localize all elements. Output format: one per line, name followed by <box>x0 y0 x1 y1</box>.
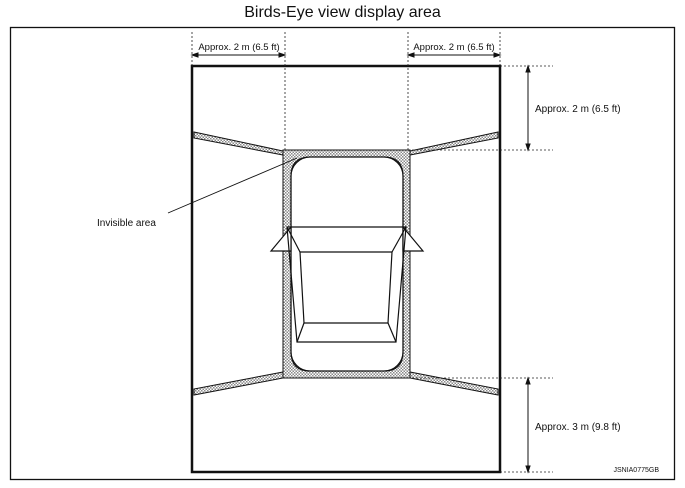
invisible-area-leader <box>167 157 298 214</box>
right-mirror <box>402 225 425 252</box>
top-left-width-label: Approx. 2 m (6.5 ft) <box>198 42 279 53</box>
invisible-area-label: Invisible area <box>97 218 156 229</box>
car-cabin <box>286 226 407 343</box>
front-right-band <box>409 131 499 156</box>
rear-depth-label: Approx. 3 m (9.8 ft) <box>535 422 621 433</box>
figure-code: JSNIA0775GB <box>613 467 659 474</box>
diagram-title: Birds-Eye view display area <box>244 4 441 21</box>
dimension-extension-lines <box>191 32 553 473</box>
car-body <box>290 156 404 372</box>
dimension-arrows <box>190 52 531 474</box>
top-right-width-label: Approx. 2 m (6.5 ft) <box>413 42 494 53</box>
front-left-band <box>193 131 284 156</box>
rear-left-band <box>193 371 284 396</box>
left-mirror <box>269 225 292 252</box>
display-area-boundary <box>190 64 502 474</box>
outer-frame <box>9 26 676 481</box>
front-depth-label: Approx. 2 m (6.5 ft) <box>535 104 621 115</box>
rear-right-band <box>409 371 499 396</box>
